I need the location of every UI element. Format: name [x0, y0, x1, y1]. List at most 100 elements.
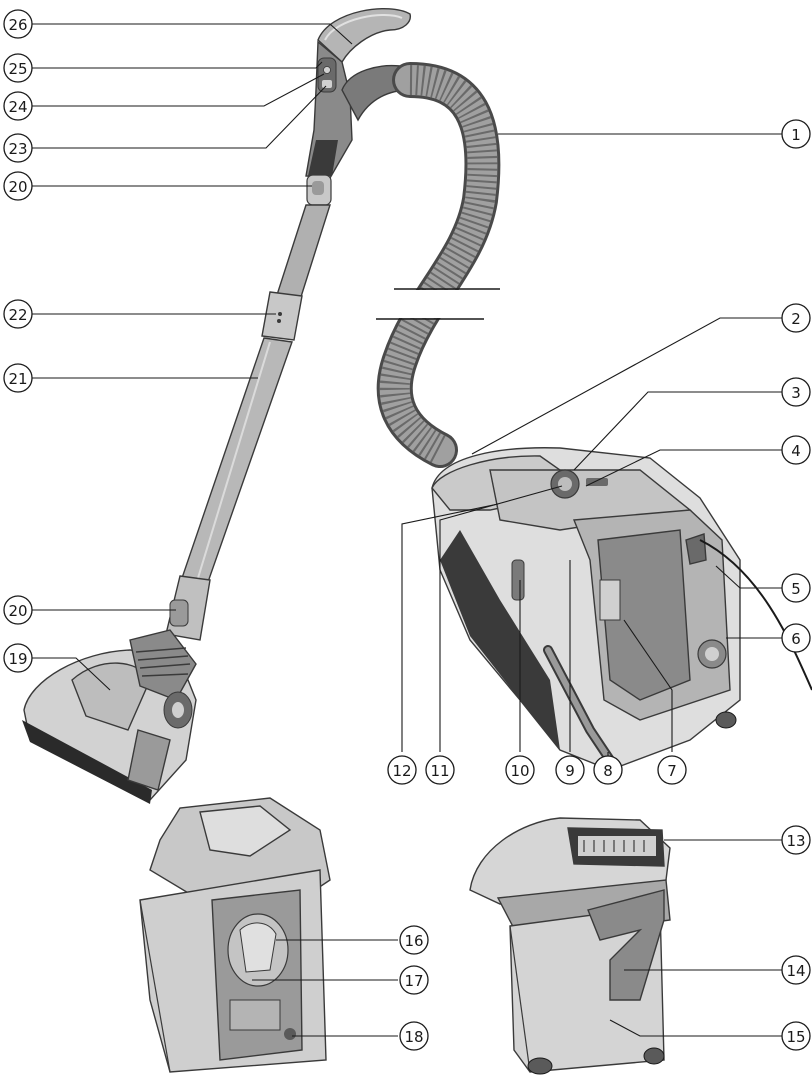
callout-circle — [399, 925, 429, 955]
leader-lines — [32, 23, 784, 1037]
callout-number: 11 — [430, 762, 449, 780]
callout-number: 7 — [667, 762, 677, 780]
callout-c13: 13 — [781, 825, 811, 855]
callout-circle — [3, 643, 33, 673]
callout-number: 20 — [8, 602, 27, 620]
callout-number: 18 — [404, 1028, 423, 1046]
suction-hose — [376, 62, 501, 468]
telescopic-wand-sleeve — [261, 291, 303, 341]
callout-c24: 24 — [3, 91, 33, 121]
callout-c9: 9 — [555, 755, 585, 785]
callout-c6: 6 — [781, 623, 811, 653]
callout-c7: 7 — [657, 755, 687, 785]
callout-circle — [425, 755, 455, 785]
callout-circle — [781, 955, 811, 985]
callout-number: 5 — [791, 580, 801, 598]
callout-circle — [781, 573, 811, 603]
callout-number: 13 — [786, 832, 805, 850]
callout-circle — [3, 53, 33, 83]
callout-circle — [555, 755, 585, 785]
callout-c12: 12 — [387, 755, 417, 785]
wand-release-button-lower — [165, 575, 211, 641]
callout-c1: 1 — [781, 119, 811, 149]
callout-c20a: 20 — [3, 171, 33, 201]
callout-circle — [781, 623, 811, 653]
callout-number: 4 — [791, 442, 801, 460]
callout-number: 1 — [791, 126, 801, 144]
power-cable — [699, 539, 812, 691]
callout-number: 23 — [8, 140, 27, 158]
callout-c22: 22 — [3, 299, 33, 329]
callout-number: 19 — [8, 650, 27, 668]
callout-circle — [399, 1021, 429, 1051]
callout-number: 20 — [8, 178, 27, 196]
callout-c11: 11 — [425, 755, 455, 785]
telescopic-wand-upper — [275, 204, 331, 301]
callout-number: 3 — [791, 384, 801, 402]
callout-c8: 8 — [593, 755, 623, 785]
callout-number: 24 — [8, 98, 27, 116]
callout-number: 21 — [8, 370, 27, 388]
callout-number: 9 — [565, 762, 575, 780]
handle-body — [305, 40, 353, 179]
callout-c25: 25 — [3, 53, 33, 83]
callout-circle — [781, 435, 811, 465]
handle-grip — [317, 7, 411, 64]
leader-23 — [32, 85, 327, 149]
leader-4 — [585, 449, 784, 487]
leader-24 — [32, 73, 325, 107]
callout-c3: 3 — [781, 377, 811, 407]
vacuum-main-body — [431, 447, 741, 779]
callout-number: 14 — [786, 962, 805, 980]
callout-number: 8 — [603, 762, 613, 780]
callout-c21: 21 — [3, 363, 33, 393]
leader-19 — [32, 657, 111, 691]
callout-number: 15 — [786, 1028, 805, 1046]
callout-number: 25 — [8, 60, 27, 78]
callout-c26: 26 — [3, 9, 33, 39]
dust-container — [469, 817, 671, 1075]
callout-c20b: 20 — [3, 595, 33, 625]
callout-c15: 15 — [781, 1021, 811, 1051]
callout-c4: 4 — [781, 435, 811, 465]
leader-11 — [439, 485, 563, 752]
wand-release-button-upper — [306, 174, 332, 206]
telescopic-wand-lower — [181, 337, 293, 583]
callout-circle — [657, 755, 687, 785]
callout-circle — [781, 119, 811, 149]
callout-circle — [3, 595, 33, 625]
leader-25 — [32, 61, 323, 69]
callout-circle — [3, 171, 33, 201]
leader-7 — [623, 619, 673, 752]
callout-number: 16 — [404, 932, 423, 950]
leader-3 — [573, 391, 784, 471]
callout-circle — [781, 303, 811, 333]
callout-circle — [3, 363, 33, 393]
callout-number: 6 — [791, 630, 801, 648]
callout-number: 10 — [510, 762, 529, 780]
callout-circle — [781, 377, 811, 407]
opened-dust-compartment — [139, 797, 331, 1073]
hose-break-mark — [376, 288, 500, 320]
callout-c19: 19 — [3, 643, 33, 673]
callout-number: 26 — [8, 16, 27, 34]
callout-c23: 23 — [3, 133, 33, 163]
callout-circle — [781, 825, 811, 855]
callout-circle — [3, 299, 33, 329]
callout-circle — [505, 755, 535, 785]
callout-c14: 14 — [781, 955, 811, 985]
callout-circle — [3, 91, 33, 121]
callout-number: 12 — [392, 762, 411, 780]
callout-number: 17 — [404, 972, 423, 990]
leader-12 — [401, 503, 499, 752]
callout-c18: 18 — [399, 1021, 429, 1051]
leader-15 — [609, 1019, 784, 1037]
leader-2 — [471, 317, 784, 455]
callout-circle — [593, 755, 623, 785]
callout-number: 2 — [791, 310, 801, 328]
callout-number: 22 — [8, 306, 27, 324]
leader-26 — [32, 23, 353, 45]
